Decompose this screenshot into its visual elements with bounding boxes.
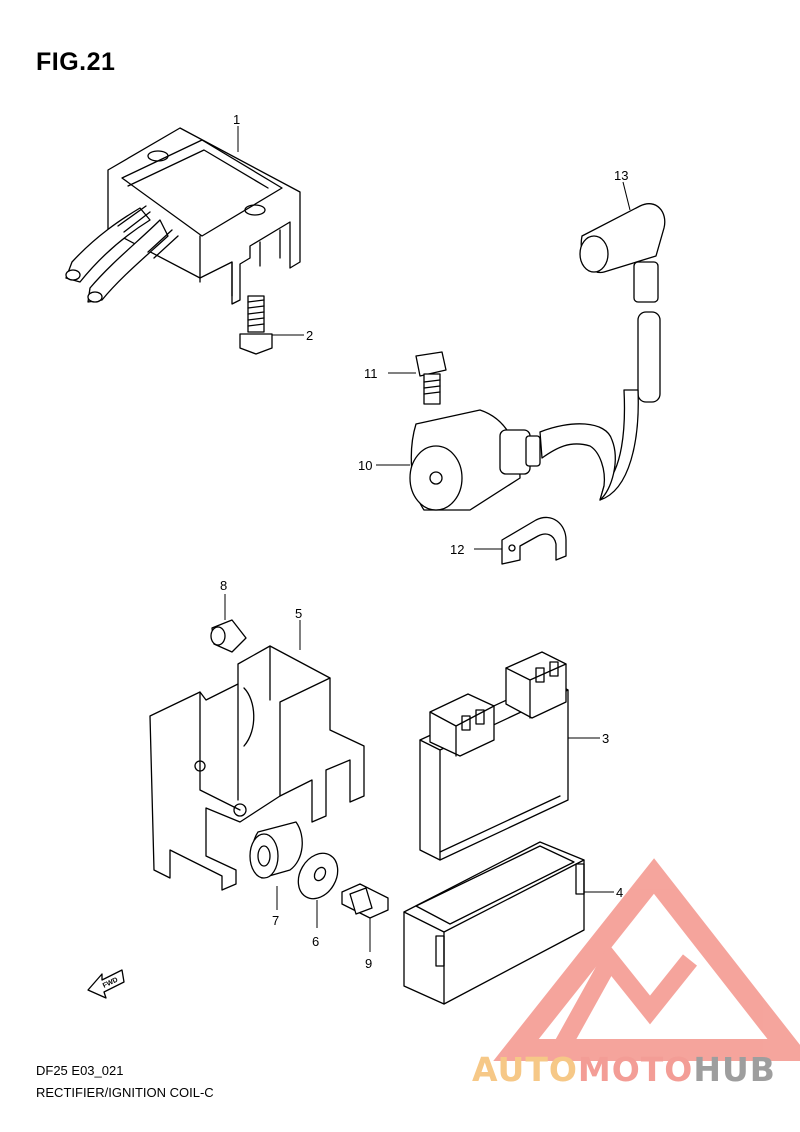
callout-3: 3 — [602, 731, 609, 746]
callout-10: 10 — [358, 458, 372, 473]
callout-4: 4 — [616, 885, 623, 900]
part-8-cap — [210, 619, 247, 653]
part-13-plug-cap — [579, 203, 666, 501]
watermark-hub: HUB — [693, 1050, 776, 1089]
callout-6: 6 — [312, 934, 319, 949]
model-code: DF25 E03_021 — [36, 1063, 124, 1078]
figure-title: FIG.21 — [36, 48, 116, 76]
callout-8: 8 — [220, 578, 227, 593]
part-5-bracket — [149, 645, 365, 891]
callout-9: 9 — [365, 956, 372, 971]
part-12-clamp — [501, 516, 567, 565]
callout-12: 12 — [450, 542, 464, 557]
callout-2: 2 — [306, 328, 313, 343]
callout-5: 5 — [295, 606, 302, 621]
callout-1: 1 — [233, 112, 240, 127]
part-2-bolt — [239, 295, 273, 355]
watermark-auto: AUTO — [472, 1050, 578, 1089]
watermark-text: AUTOMOTOHUB — [472, 1050, 776, 1089]
fwd-arrow: FWD — [87, 969, 125, 999]
watermark-moto: MOTO — [577, 1050, 694, 1089]
part-4-cdi-cover — [403, 841, 585, 1005]
section-name: RECTIFIER/IGNITION COIL-C — [36, 1085, 214, 1100]
callout-11: 11 — [364, 366, 378, 381]
part-9-bolt — [341, 883, 389, 919]
part-10-ignition-coil — [409, 409, 616, 511]
leader-13 — [622, 181, 631, 211]
part-11-bolt — [415, 351, 447, 405]
watermark-triangle — [493, 858, 800, 1061]
part-7-grommet — [249, 821, 303, 879]
callout-7: 7 — [272, 913, 279, 928]
part-3-cdi-unit — [419, 651, 569, 861]
callout-13: 13 — [614, 168, 628, 183]
part-1-rectifier — [65, 127, 301, 305]
part-6-washer — [297, 852, 339, 900]
